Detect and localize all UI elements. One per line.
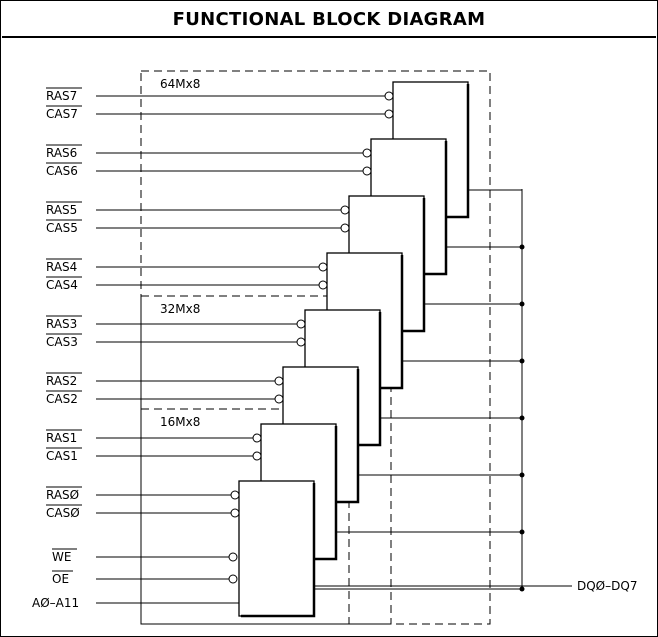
signal-labels: RAS7CAS7RAS6CAS6RAS5CAS5RAS4CAS4RAS3CAS3…: [46, 87, 82, 520]
signal-label-ras4: RAS4: [46, 260, 77, 274]
ras-inversion-bubble: [384, 91, 394, 101]
ras-inversion-bubble: [340, 205, 350, 215]
bus-junction-dot: [519, 301, 525, 307]
ras-inversion-bubble: [296, 319, 306, 329]
bus-junction-dot: [519, 472, 525, 478]
ras-inversion-bubble: [274, 376, 284, 386]
diagram-title: FUNCTIONAL BLOCK DIAGRAM: [172, 8, 486, 30]
signal-label-cas0: CASØ: [46, 506, 80, 520]
cas-inversion-bubble: [384, 109, 394, 119]
memory-chip-0: [230, 480, 316, 618]
we-signal: WE: [52, 548, 238, 564]
bus-junction-dot: [519, 586, 525, 592]
output-label: DQØ–DQ7: [577, 579, 637, 593]
ras-inversion-bubble: [362, 148, 372, 158]
signal-label-ras3: RAS3: [46, 317, 77, 331]
signal-label-cas6: CAS6: [46, 164, 78, 178]
signal-label-ras0: RASØ: [46, 488, 79, 502]
group-label-16mx8: 16Mx8: [160, 415, 200, 429]
bus-junction-dot: [519, 244, 525, 250]
ras-inversion-bubble: [230, 490, 240, 500]
bus-junction-dot: [519, 358, 525, 364]
group-label-32mx8: 32Mx8: [160, 302, 200, 316]
signal-label-ras1: RAS1: [46, 431, 77, 445]
signal-label-cas2: CAS2: [46, 392, 78, 406]
signal-label-ras7: RAS7: [46, 89, 77, 103]
signal-label-cas4: CAS4: [46, 278, 78, 292]
signal-label-cas3: CAS3: [46, 335, 78, 349]
cas-inversion-bubble: [274, 394, 284, 404]
wiring-layer: [96, 95, 525, 592]
group-64mx8-boundary: [140, 70, 491, 625]
chip-stack: [230, 81, 470, 618]
group-label-64mx8: 64Mx8: [160, 77, 200, 91]
we-label: WE: [52, 550, 71, 564]
bus-junction-dot: [519, 415, 525, 421]
cas-inversion-bubble: [296, 337, 306, 347]
ras-inversion-bubble: [252, 433, 262, 443]
signal-label-cas1: CAS1: [46, 449, 78, 463]
ras-inversion-bubble: [318, 262, 328, 272]
oe-inversion-bubble: [228, 574, 238, 584]
address-label: AØ–A11: [32, 596, 79, 610]
we-inversion-bubble: [228, 552, 238, 562]
cas-inversion-bubble: [340, 223, 350, 233]
oe-signal: OE: [52, 570, 238, 586]
cas-inversion-bubble: [252, 451, 262, 461]
signal-label-cas7: CAS7: [46, 107, 78, 121]
signal-label-ras5: RAS5: [46, 203, 77, 217]
signal-label-cas5: CAS5: [46, 221, 78, 235]
output-signal: DQØ–DQ7: [315, 579, 637, 593]
bus-junction-dot: [519, 529, 525, 535]
address-signal: AØ–A11: [32, 596, 239, 610]
signal-label-ras2: RAS2: [46, 374, 77, 388]
cas-inversion-bubble: [318, 280, 328, 290]
cas-inversion-bubble: [230, 508, 240, 518]
cas-inversion-bubble: [362, 166, 372, 176]
chip-body: [238, 480, 315, 617]
title-bar: FUNCTIONAL BLOCK DIAGRAM: [2, 2, 656, 38]
signal-label-ras6: RAS6: [46, 146, 77, 160]
oe-label: OE: [52, 572, 69, 586]
group-16mx8-boundary: [140, 408, 350, 625]
chip-edge: [241, 483, 316, 618]
